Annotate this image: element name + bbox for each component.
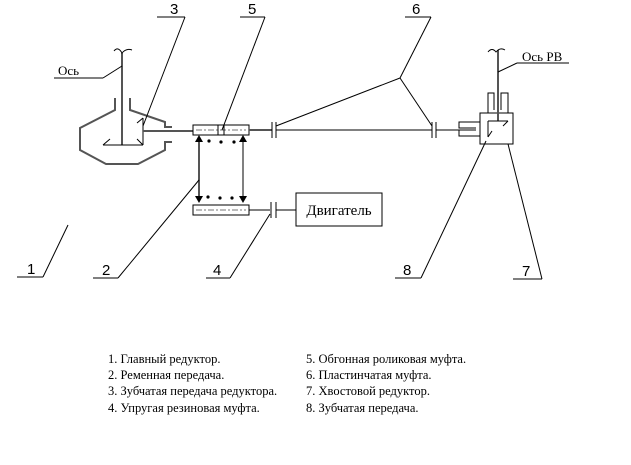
callout-6: 6 [412, 1, 420, 18]
legend-item: 7. Хвостовой редуктор. [306, 384, 430, 399]
main-gearbox [79, 48, 193, 165]
engine-label: Двигатель [306, 203, 371, 219]
callout-5: 5 [248, 1, 256, 18]
main-rotor-axis-label: Ось [58, 63, 79, 78]
callout-4: 4 [213, 262, 221, 279]
legend-left-column: 1. Главный редуктор. 2. Ременная передач… [108, 351, 277, 416]
legend-right-column: 5. Обгонная роликовая муфта. 6. Пластинч… [306, 351, 466, 416]
engine-box [295, 192, 383, 227]
tail-rotor-axis-label: Ось РВ [522, 49, 563, 64]
callout-1: 1 [27, 261, 35, 278]
legend-item: 1. Главный редуктор. [108, 352, 221, 366]
legend-item: 4. Упругая резиновая муфта. [108, 400, 260, 415]
belt-drive [195, 135, 247, 203]
legend-item: 5. Обгонная роликовая муфта. [306, 352, 467, 366]
legend-item: 6. Пластинчатая муфта. [306, 368, 432, 383]
callout-7: 7 [522, 263, 530, 280]
tail-gearbox [458, 48, 514, 145]
callout-3: 3 [170, 1, 178, 18]
callout-2: 2 [102, 262, 110, 279]
callout-8: 8 [403, 262, 411, 279]
legend-item: 8. Зубчатая передача. [306, 400, 419, 415]
legend-item: 2. Ременная передача. [108, 368, 225, 383]
upper-pulley [192, 124, 250, 144]
legend-item: 3. Зубчатая передача редуктора. [108, 384, 278, 399]
